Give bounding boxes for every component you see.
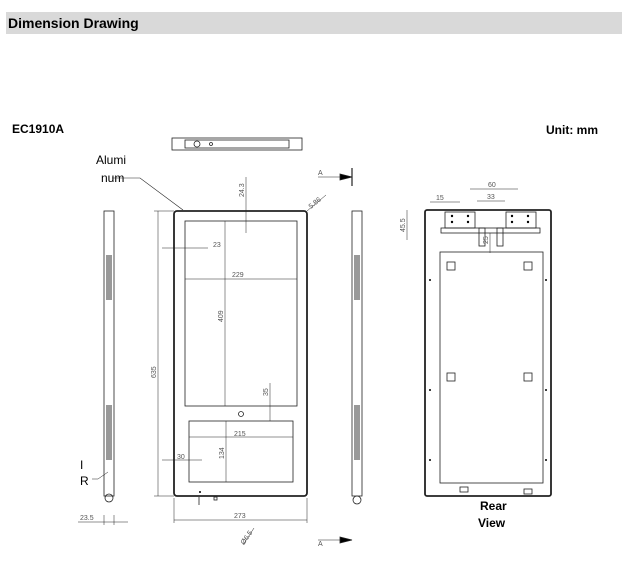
section-marker-top: A <box>318 170 323 177</box>
dim-rear-span: 60 <box>488 182 496 189</box>
rear-view-label-2: View <box>478 516 506 530</box>
rear-view <box>406 188 552 497</box>
rear-view-label-1: Rear <box>480 499 507 513</box>
front-view <box>154 177 327 546</box>
dim-overall-width: 273 <box>234 513 246 520</box>
material-label-1: Alumi <box>96 153 127 167</box>
left-side-view <box>78 210 128 525</box>
section-header: Dimension Drawing <box>6 12 622 34</box>
dim-corner: 5.86 <box>308 196 323 210</box>
ir-label-1: I <box>80 458 84 472</box>
dim-hole: Ø6.5 <box>240 530 254 547</box>
dim-depth: 23.5 <box>80 515 94 522</box>
section-marker-bottom: A <box>318 541 323 548</box>
dim-lower-side: 30 <box>177 454 185 461</box>
dim-screen-height: 409 <box>218 310 225 322</box>
dim-rear-offset: 25 <box>483 236 490 244</box>
dim-lower-height: 134 <box>219 447 226 459</box>
top-view <box>171 137 303 151</box>
dim-rear-top: 45.5 <box>400 218 407 232</box>
dim-side-bezel: 23 <box>213 242 221 249</box>
dim-screen-width: 229 <box>232 272 244 279</box>
dim-gap: 35 <box>263 388 270 396</box>
unit-label: Unit: mm <box>546 123 598 137</box>
dim-lower-width: 215 <box>234 431 246 438</box>
dim-rear-bracket: 15 <box>436 195 444 202</box>
dim-top-bezel: 24.3 <box>239 183 246 197</box>
right-side-view <box>351 210 363 505</box>
dim-overall-height: 635 <box>151 366 158 378</box>
dim-rear-inner: 33 <box>487 194 495 201</box>
ir-label-2: R <box>80 474 89 488</box>
section-title: Dimension Drawing <box>8 15 139 31</box>
model-name: EC1910A <box>12 122 65 136</box>
